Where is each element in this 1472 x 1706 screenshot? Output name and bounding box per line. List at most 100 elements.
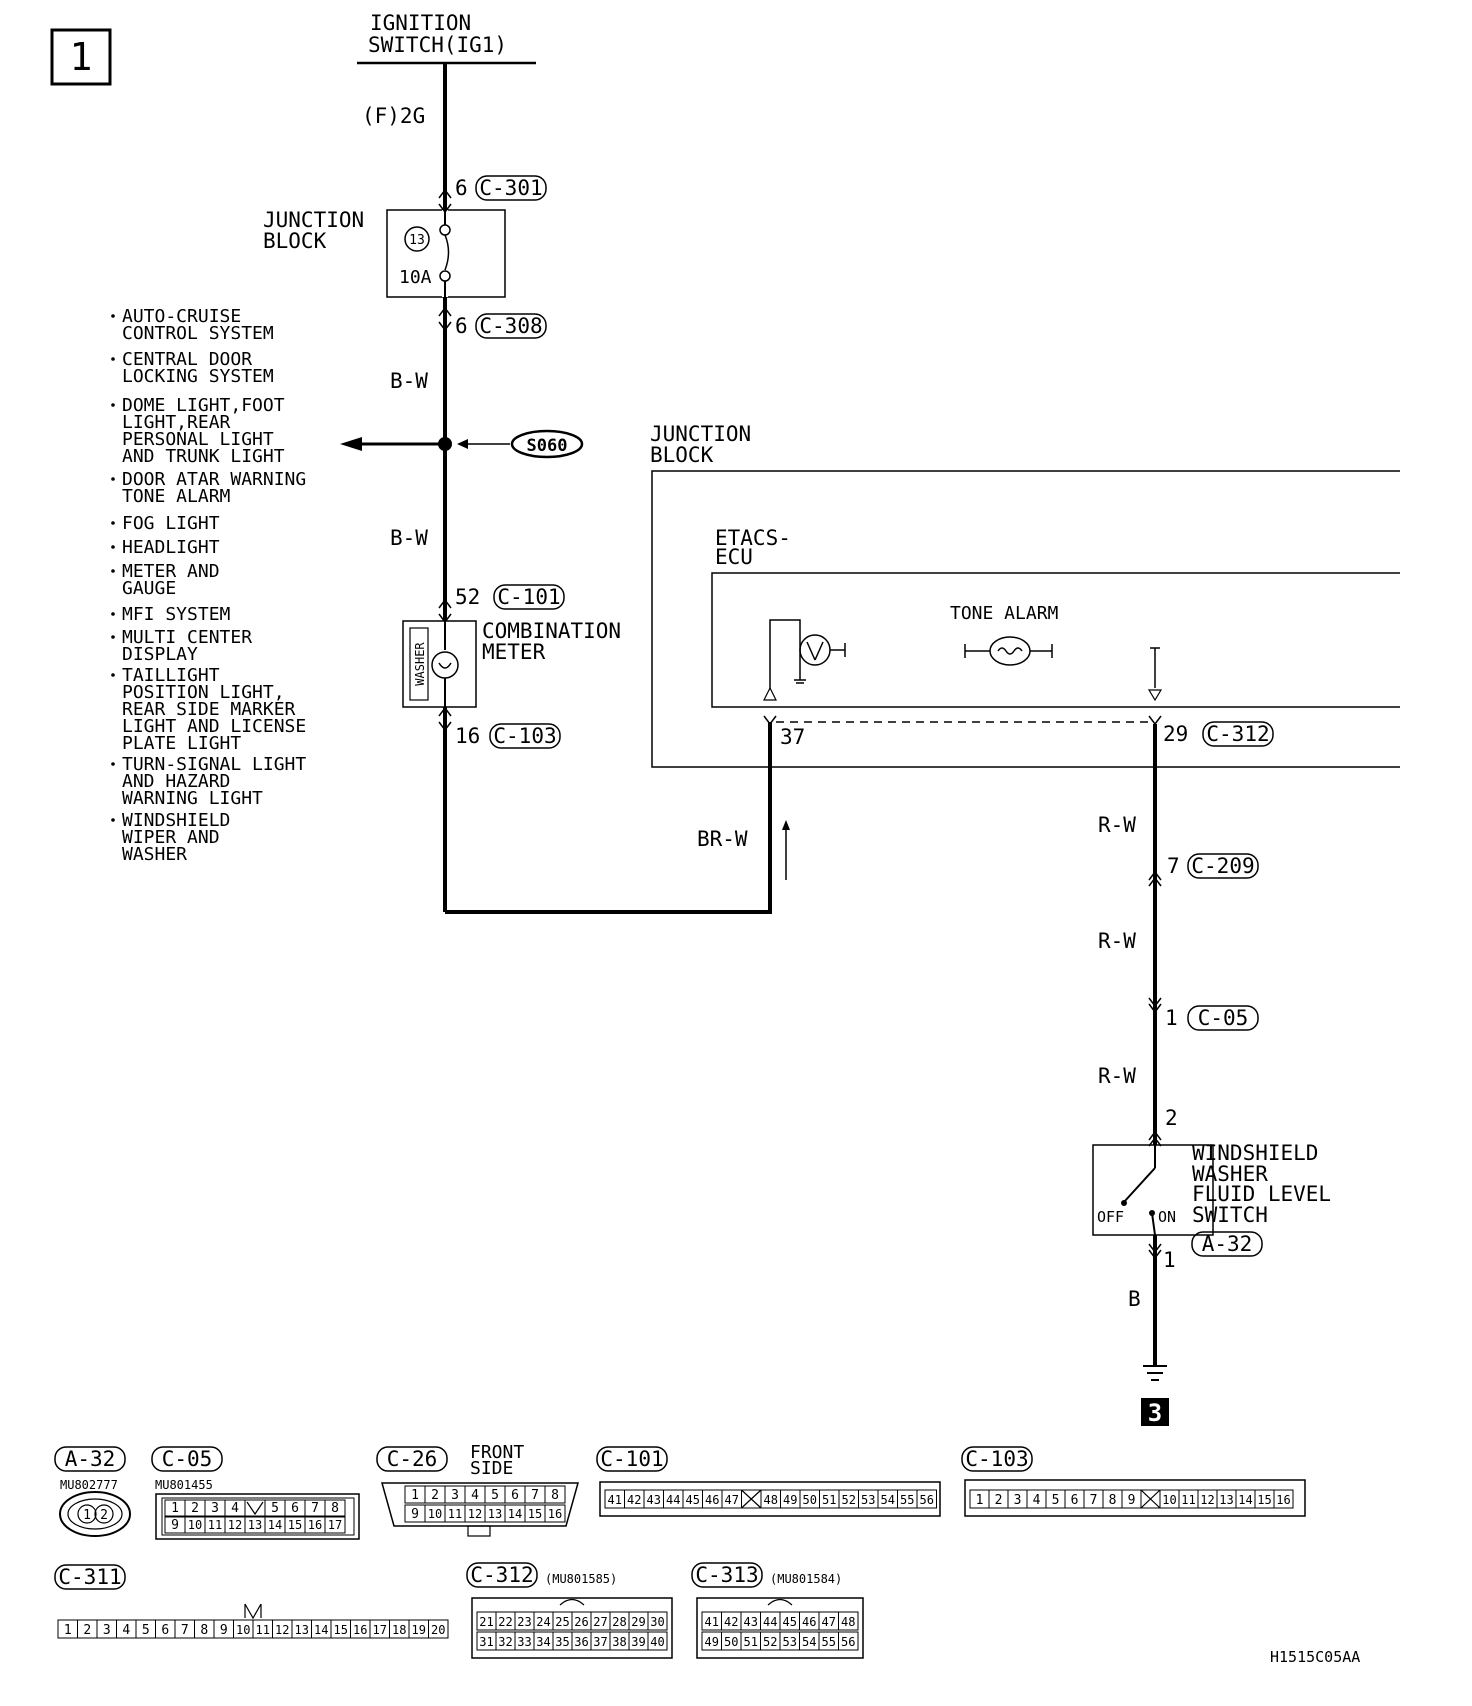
svg-text:17: 17: [328, 1518, 342, 1532]
svg-text:5: 5: [271, 1501, 279, 1516]
svg-text:10: 10: [236, 1623, 250, 1637]
wire-label-bw-2: B-W: [390, 526, 428, 550]
svg-text:7: 7: [311, 1501, 319, 1516]
svg-text:1: 1: [976, 1493, 984, 1508]
svg-text:9: 9: [411, 1507, 419, 1522]
svg-text:6: 6: [161, 1623, 169, 1638]
svg-text:42: 42: [627, 1493, 641, 1507]
svg-text:45: 45: [686, 1493, 700, 1507]
svg-text:16: 16: [353, 1623, 367, 1637]
svg-text:COMBINATION: COMBINATION: [482, 619, 621, 643]
svg-text:2: 2: [100, 1508, 108, 1523]
svg-text:C-209: C-209: [1191, 854, 1254, 878]
svg-text:FRONT: FRONT: [470, 1442, 524, 1463]
svg-text:46: 46: [705, 1493, 719, 1507]
svg-text:S060: S060: [527, 436, 568, 456]
svg-text:55: 55: [900, 1493, 914, 1507]
svg-text:1: 1: [411, 1488, 419, 1503]
svg-text:49: 49: [705, 1635, 719, 1649]
system-8: MFI SYSTEM: [122, 604, 231, 625]
wire-label-rw-1: R-W: [1098, 813, 1136, 837]
c209-pin: 7: [1167, 854, 1180, 878]
svg-text:IGNITION: IGNITION: [370, 11, 471, 35]
svg-text:10: 10: [1162, 1493, 1176, 1507]
svg-text:C-301: C-301: [479, 176, 542, 200]
svg-text:51: 51: [822, 1493, 836, 1507]
c308-pin: 6: [455, 314, 468, 338]
svg-text:12: 12: [275, 1623, 289, 1637]
svg-text:7: 7: [1090, 1493, 1098, 1508]
system-5: FOG LIGHT: [122, 513, 220, 534]
svg-text:BLOCK: BLOCK: [650, 443, 714, 467]
svg-text:3: 3: [451, 1488, 459, 1503]
svg-text:48: 48: [764, 1493, 778, 1507]
svg-text:52: 52: [842, 1493, 856, 1507]
svg-text:MU802777: MU802777: [60, 1478, 118, 1492]
svg-text:4: 4: [231, 1501, 239, 1516]
svg-text:8: 8: [551, 1488, 559, 1503]
svg-text:47: 47: [725, 1493, 739, 1507]
svg-text:C-311: C-311: [58, 1565, 121, 1589]
svg-text:10: 10: [188, 1518, 202, 1532]
c101-tag: C-101: [493, 584, 565, 610]
svg-text:45: 45: [783, 1615, 797, 1629]
svg-text:32: 32: [498, 1635, 512, 1649]
c103-tag: C-103: [489, 723, 561, 749]
splice-s060: S060: [340, 429, 584, 459]
svg-text:44: 44: [666, 1493, 680, 1507]
svg-text:43: 43: [744, 1615, 758, 1629]
svg-text:4: 4: [1033, 1493, 1041, 1508]
svg-text:C-308: C-308: [479, 314, 542, 338]
svg-text:WINDSHIELD: WINDSHIELD: [1192, 1141, 1318, 1165]
svg-text:11: 11: [256, 1623, 270, 1637]
system-6: HEADLIGHT: [122, 537, 220, 558]
ignition-switch: IGNITION SWITCH(IG1) (F)2G: [357, 11, 536, 128]
svg-text:4: 4: [122, 1623, 130, 1638]
svg-text:A-32: A-32: [65, 1447, 116, 1471]
c05-pin: 1: [1165, 1006, 1178, 1030]
svg-text:37: 37: [593, 1635, 607, 1649]
wire-label-rw-2: R-W: [1098, 929, 1136, 953]
svg-text:14: 14: [508, 1507, 522, 1521]
svg-text:3: 3: [211, 1501, 219, 1516]
connector-marks: [438, 188, 1162, 1260]
svg-text:3: 3: [103, 1623, 111, 1638]
svg-text:6: 6: [1071, 1493, 1079, 1508]
c301-tag: C-301: [475, 175, 547, 201]
svg-text:8: 8: [200, 1623, 208, 1638]
svg-text:12: 12: [228, 1518, 242, 1532]
svg-text:9: 9: [1128, 1493, 1136, 1508]
svg-text:6: 6: [511, 1488, 519, 1503]
svg-text:C-05: C-05: [1198, 1006, 1249, 1030]
svg-text:34: 34: [536, 1635, 550, 1649]
svg-text:JUNCTION: JUNCTION: [263, 208, 364, 232]
svg-text:C-103: C-103: [493, 724, 556, 748]
svg-text:BLOCK: BLOCK: [263, 229, 327, 253]
svg-text:2: 2: [83, 1623, 91, 1638]
svg-text:5: 5: [491, 1488, 499, 1503]
wire-label-bw: B-W: [390, 369, 428, 393]
svg-text:50: 50: [803, 1493, 817, 1507]
svg-text:2: 2: [431, 1488, 439, 1503]
svg-text:54: 54: [881, 1493, 895, 1507]
svg-text:53: 53: [861, 1493, 875, 1507]
svg-text:35: 35: [555, 1635, 569, 1649]
svg-text:8: 8: [331, 1501, 339, 1516]
svg-text:39: 39: [631, 1635, 645, 1649]
svg-text:36: 36: [574, 1635, 588, 1649]
svg-text:54: 54: [802, 1635, 816, 1649]
svg-text:(MU801584): (MU801584): [770, 1572, 842, 1586]
svg-text:51: 51: [744, 1635, 758, 1649]
svg-text:11: 11: [208, 1518, 222, 1532]
svg-text:13: 13: [409, 233, 425, 248]
svg-text:10: 10: [428, 1507, 442, 1521]
svg-text:15: 15: [334, 1623, 348, 1637]
svg-text:ETACS-: ETACS-: [715, 526, 791, 550]
svg-text:(F)2G: (F)2G: [362, 104, 425, 128]
